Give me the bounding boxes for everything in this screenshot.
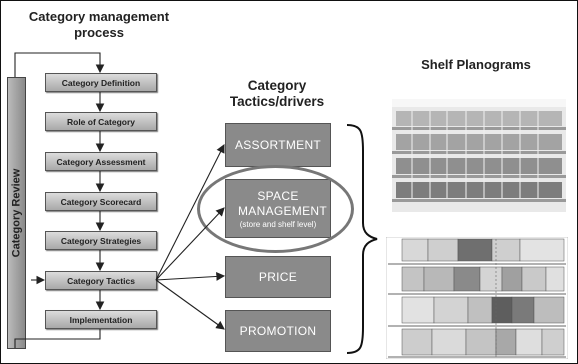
tactics-brace: [346, 124, 378, 354]
tactic-assortment-label: ASSORTMENT: [234, 138, 322, 152]
planogram-title: Shelf Planograms: [421, 57, 531, 72]
tactic-assortment: ASSORTMENT: [225, 123, 331, 167]
tactics-title: Category Tactics/drivers: [229, 78, 325, 110]
tactic-price: PRICE: [225, 256, 331, 298]
tactic-promotion-label: PROMOTION: [239, 324, 317, 338]
step-implementation: Implementation: [45, 310, 157, 329]
tactic-price-label: PRICE: [258, 270, 298, 284]
step-role-of-category: Role of Category: [45, 112, 157, 131]
step-category-definition: Category Definition: [45, 73, 157, 92]
step-category-scorecard: Category Scorecard: [45, 192, 157, 211]
step-category-strategies: Category Strategies: [45, 231, 157, 250]
shelf-rows: [392, 127, 566, 202]
shelf-photo: [392, 99, 566, 212]
space-management-highlight-ellipse: [197, 165, 354, 253]
tactic-promotion: PROMOTION: [225, 310, 331, 352]
category-review-bar: Category Review: [7, 77, 26, 349]
step-category-assessment: Category Assessment: [45, 152, 157, 171]
planogram-chart: [386, 237, 568, 359]
process-title: Category management process: [28, 9, 170, 40]
